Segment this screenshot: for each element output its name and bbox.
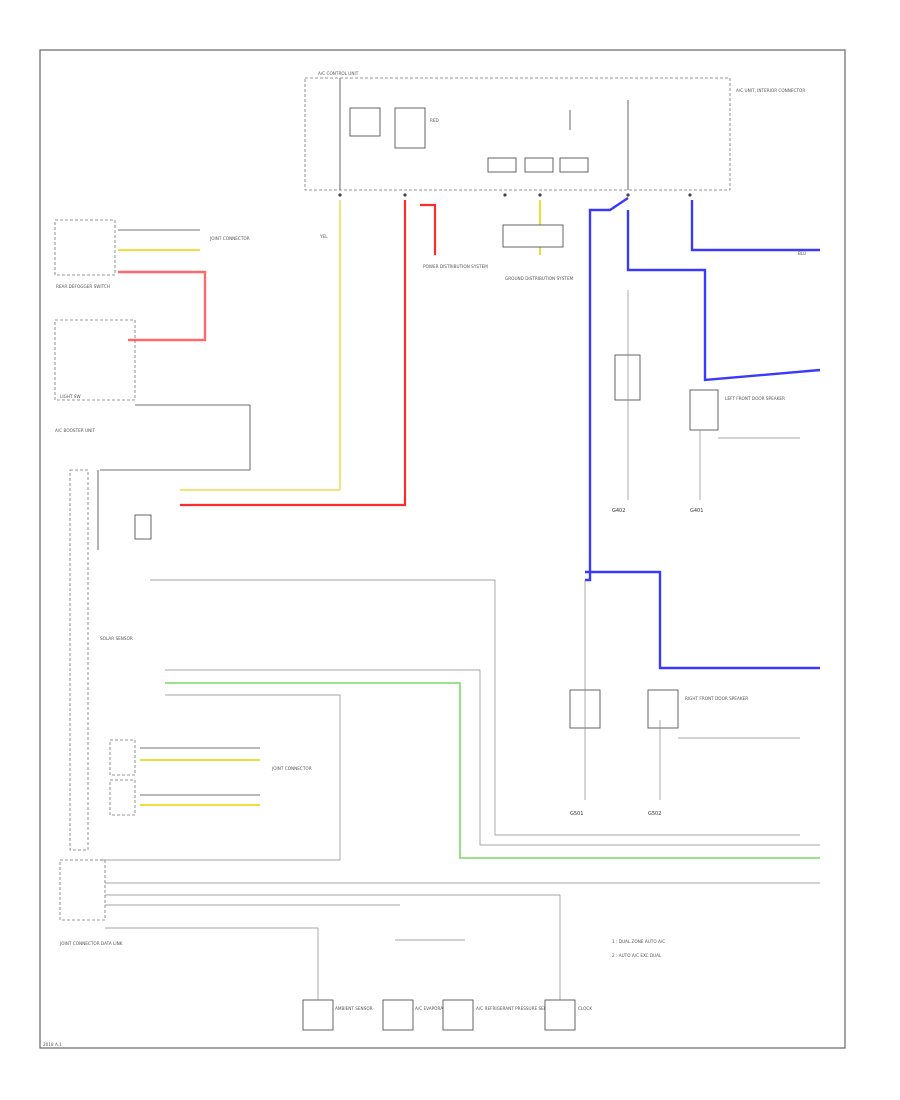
bottom-comp-1	[302, 999, 334, 1031]
relay-1	[349, 107, 381, 137]
ground-4-label: G502	[648, 811, 661, 817]
legend-item-1: 1 : DUAL ZONE AUTO A/C	[612, 939, 665, 944]
yellow-wire-label: YEL	[319, 234, 328, 239]
top-unit-label: A/C CONTROL UNIT	[318, 71, 359, 76]
ground-systems-label: GROUND DISTRIBUTION SYSTEM	[505, 276, 574, 281]
left-switch-box	[54, 219, 116, 276]
top-inner-label: RED	[430, 118, 439, 123]
blue-wire-lower	[585, 570, 820, 670]
fuse-2	[524, 157, 554, 173]
legend-item-2: 2 : AUTO A/C EXC DUAL	[612, 953, 662, 958]
top-control-unit-box	[304, 77, 731, 191]
right-upper-label: LEFT FRONT DOOR SPEAKER	[725, 396, 785, 401]
bottom-comp-1-label: AMBIENT SENSOR	[335, 1006, 373, 1011]
bottom-comp-4	[544, 999, 576, 1031]
ground-3-label: G501	[570, 811, 583, 817]
left-wire-gray	[100, 404, 251, 471]
lower-connector-label: JOINT CONNECTOR	[271, 766, 312, 771]
gray-wire-3	[100, 694, 341, 861]
component-speaker-right	[647, 689, 679, 729]
blue-wire-main	[585, 197, 629, 582]
bottom-left-box	[59, 859, 106, 921]
ground-1-label: G402	[612, 508, 625, 514]
page-label: 2018 A.1	[43, 1042, 62, 1047]
bottom-comp-3-label: A/C REFRIGERANT PRESSURE SENSOR	[476, 1006, 556, 1011]
light-switch-box	[54, 319, 136, 401]
bottom-bus-4	[105, 927, 319, 1000]
blue-wire-upper	[626, 210, 821, 382]
bottom-left-label: JOINT CONNECTOR DATA LINK	[59, 941, 123, 946]
bottom-bus-2	[105, 894, 561, 1000]
green-wire	[165, 682, 820, 859]
mid-connector-box	[502, 224, 564, 248]
ground-2-label: G401	[690, 508, 703, 514]
left-lower-box-2	[109, 779, 136, 816]
left-lower-box-1	[109, 739, 136, 776]
right-lower-label: RIGHT FRONT DOOR SPEAKER	[685, 696, 748, 701]
power-dist-label: POWER DISTRIBUTION SYSTEM	[423, 264, 488, 269]
red-wire-main	[180, 200, 407, 507]
gray-wire-long	[150, 579, 800, 836]
bottom-comp-3	[442, 999, 474, 1031]
red-wire-branch	[420, 203, 437, 255]
red-wire-left	[118, 270, 207, 342]
left-vertical-unit	[69, 469, 89, 851]
left-switch-label: REAR DEFOGGER SWITCH	[56, 284, 110, 289]
outer-frame	[39, 49, 846, 1049]
blue-label-1: BLU	[798, 251, 806, 256]
bottom-comp-2	[382, 999, 414, 1031]
blue-wire-top-right	[690, 200, 820, 252]
component-power-upper	[614, 354, 641, 401]
component-speaker-left	[689, 389, 719, 431]
fuse-3	[559, 157, 589, 173]
light-switch-label: LIGHT SW	[60, 394, 81, 399]
mid-left-label: A/C BOOSTER UNIT	[55, 428, 95, 433]
relay-2	[394, 107, 426, 149]
top-unit-right-label: A/C UNIT, INTERIOR CONNECTOR	[736, 88, 805, 93]
left-small-comp	[134, 514, 152, 540]
left-connector-label: JOINT CONNECTOR	[209, 236, 250, 241]
gray-wire-2	[165, 669, 820, 846]
top-connector-row	[338, 193, 692, 197]
solar-sensor-label: SOLAR SENSOR	[100, 636, 133, 641]
bottom-comp-4-label: CLOCK	[578, 1006, 592, 1011]
fuse-1	[487, 157, 517, 173]
